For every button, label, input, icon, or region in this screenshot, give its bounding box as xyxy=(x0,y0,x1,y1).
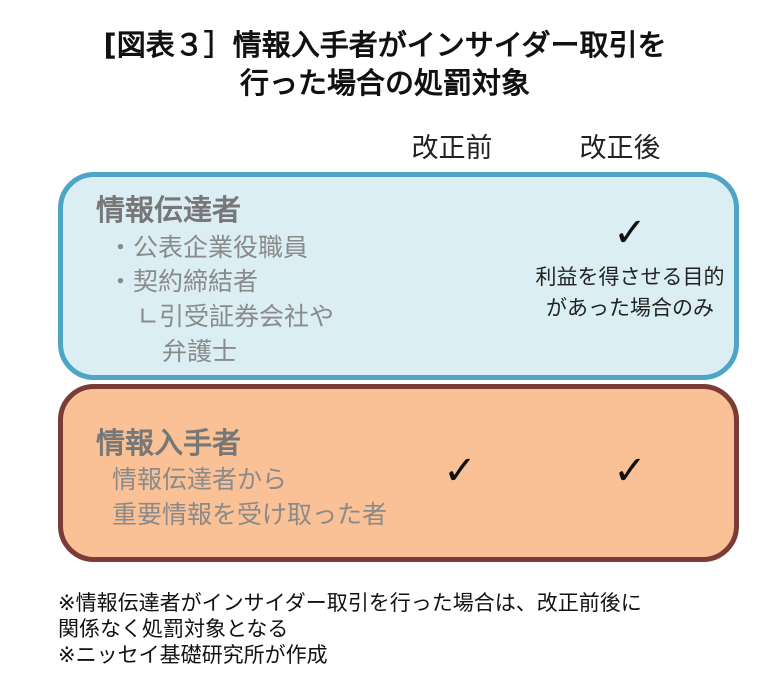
transmitter-after-check-icon: ✓ xyxy=(613,210,647,256)
footnote-line: 関係なく処罰対象となる xyxy=(58,617,289,641)
recipient-before-check-icon: ✓ xyxy=(443,448,477,494)
transmitter-item: ・公表企業役職員 xyxy=(108,233,309,262)
figure-title-line1: [図表３］情報入手者がインサイダー取引を xyxy=(103,28,667,62)
recipient-box xyxy=(58,384,739,562)
recipient-after-check-icon: ✓ xyxy=(613,448,647,494)
figure-title-line2: 行った場合の処罰対象 xyxy=(239,66,530,100)
transmitter-box-title: 情報伝達者 xyxy=(96,193,242,227)
transmitter-item: ・契約締結者 xyxy=(108,267,259,296)
transmitter-after-condition: 利益を得させる目的 があった場合のみ xyxy=(515,262,745,324)
recipient-item: 情報伝達者から xyxy=(112,465,288,494)
column-header-before: 改正前 xyxy=(411,133,493,164)
footnotes: ※情報伝達者がインサイダー取引を行った場合は、改正前後に 関係なく処罰対象となる… xyxy=(58,590,642,668)
recipient-box-title: 情報入手者 xyxy=(96,426,242,460)
footnote-line: ※ニッセイ基礎研究所が作成 xyxy=(58,643,328,667)
condition-line1: 利益を得させる目的 xyxy=(535,265,725,289)
transmitter-item: 弁護士 xyxy=(162,337,238,366)
column-header-after: 改正後 xyxy=(579,133,661,164)
transmitter-box xyxy=(58,172,739,380)
condition-line2: があった場合のみ xyxy=(546,296,714,320)
figure-title: [図表３］情報入手者がインサイダー取引を 行った場合の処罰対象 xyxy=(0,26,770,102)
recipient-item: 重要情報を受け取った者 xyxy=(112,500,388,529)
footnote-line: ※情報伝達者がインサイダー取引を行った場合は、改正前後に xyxy=(58,591,642,615)
transmitter-item: ∟引受証券会社や xyxy=(138,302,334,331)
